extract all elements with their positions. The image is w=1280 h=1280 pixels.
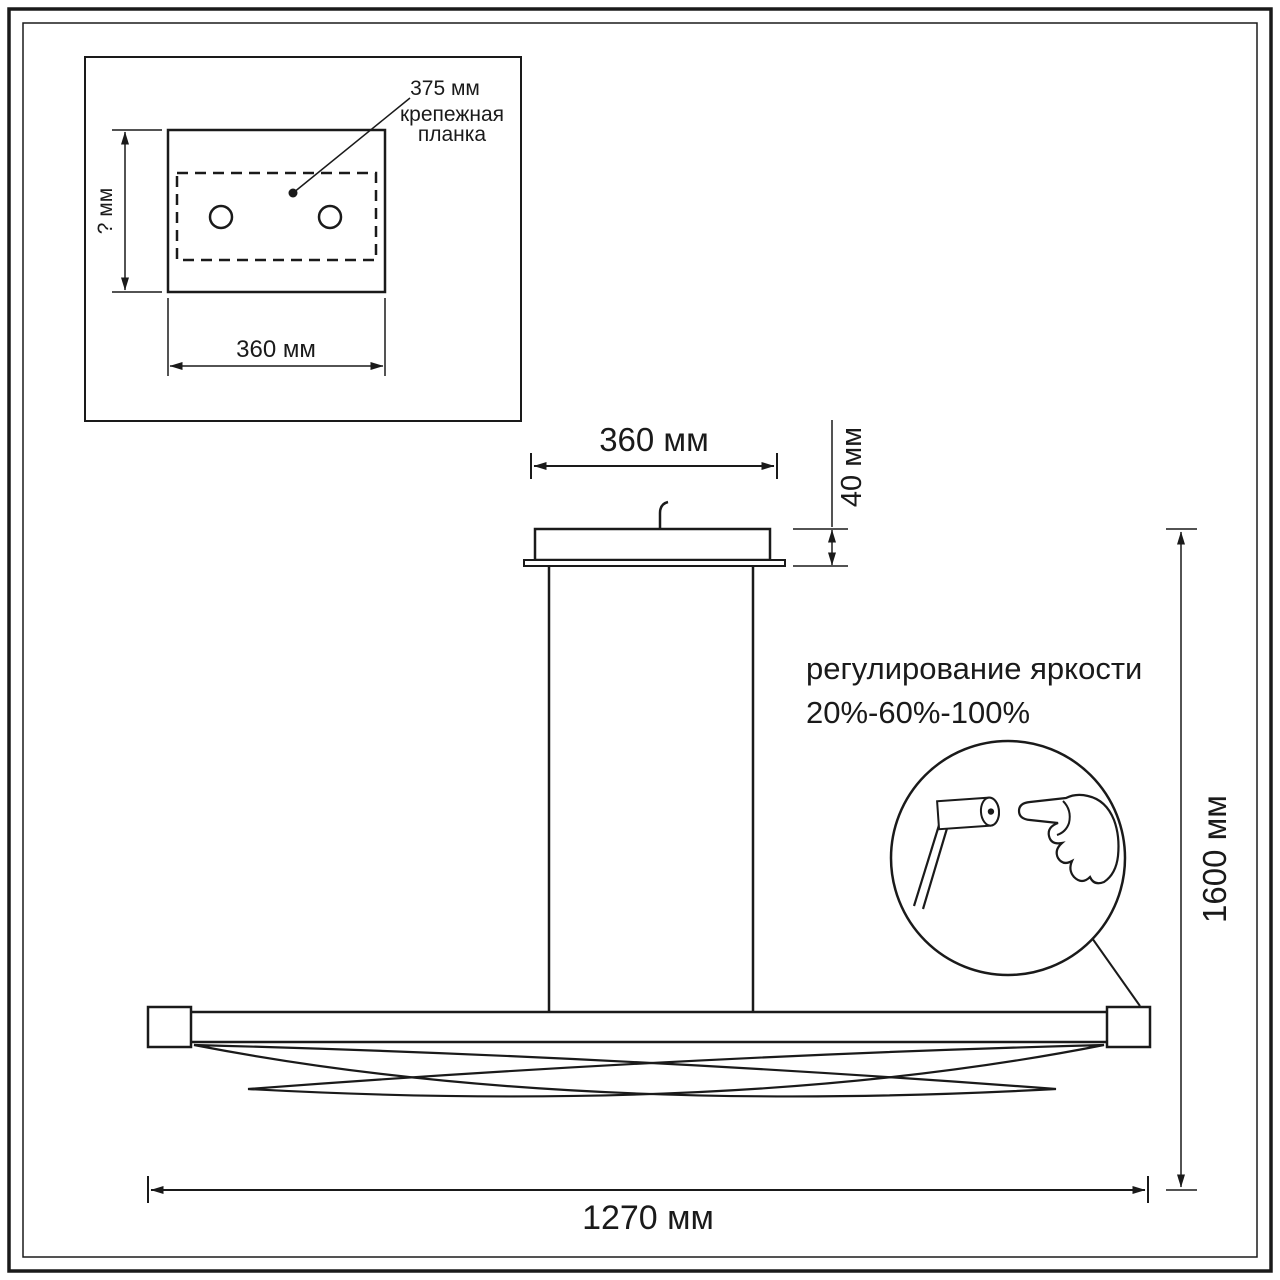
sensor-rod-edge-left <box>912 821 942 907</box>
canopy-width-dimension: 360 мм <box>530 421 778 479</box>
mounting-plate <box>166 128 387 294</box>
screw-hole-left <box>208 204 234 230</box>
ceiling-plate-inset: 375 мм крепежная планка ? мм 360 мм <box>84 56 522 422</box>
light-bar <box>188 1010 1110 1044</box>
end-cap-left <box>146 1005 193 1049</box>
plate-width-label: 360 мм <box>236 336 316 363</box>
shade-panel-left <box>193 1043 1057 1098</box>
end-cap-right <box>1105 1005 1152 1049</box>
detail-leader-line <box>1091 937 1141 1007</box>
mounting-bracket-dashed <box>175 171 378 262</box>
plate-height-dimension: ? мм <box>94 129 162 293</box>
canopy-height-dimension: 40 мм <box>793 420 868 567</box>
overall-height-dimension: 1600 мм <box>1166 528 1233 1191</box>
shade-panel-right <box>247 1043 1105 1098</box>
canopy-width-label: 360 мм <box>599 421 709 458</box>
brightness-detail: регулирование яркости 20%-60%-100% <box>806 651 1142 1007</box>
overall-length-dimension: 1270 мм <box>147 1176 1149 1237</box>
sensor-rod-edge-right <box>921 824 950 910</box>
sensor-end-dot <box>987 808 995 815</box>
overall-height-label: 1600 мм <box>1196 795 1233 923</box>
brightness-levels: 20%-60%-100% <box>806 695 1030 730</box>
inset-border <box>84 56 522 422</box>
pointing-hand-icon <box>1017 793 1120 885</box>
brightness-title: регулирование яркости <box>806 651 1142 686</box>
hand-outline <box>1017 793 1120 885</box>
screw-hole-right <box>317 204 343 230</box>
suspension-hook <box>658 500 669 529</box>
canopy-height-label: 40 мм <box>836 427 868 507</box>
bracket-offset-label: 375 мм <box>410 77 480 100</box>
plate-width-dimension: 360 мм <box>167 298 386 376</box>
overall-length-label: 1270 мм <box>582 1199 714 1237</box>
bracket-leader-line <box>292 97 411 194</box>
canopy <box>533 527 772 562</box>
inner-frame <box>22 22 1258 1258</box>
touch-sensor <box>936 796 1000 831</box>
outer-frame <box>7 7 1273 1273</box>
fixture-side-view: 360 мм 40 мм 1600 мм <box>146 420 1233 1237</box>
bracket-label-line2: планка <box>418 123 487 146</box>
thumb-line <box>1056 800 1071 836</box>
plate-height-label: ? мм <box>94 188 117 234</box>
canopy-base-plate <box>523 559 786 567</box>
bracket-label-line1: крепежная <box>400 103 504 126</box>
